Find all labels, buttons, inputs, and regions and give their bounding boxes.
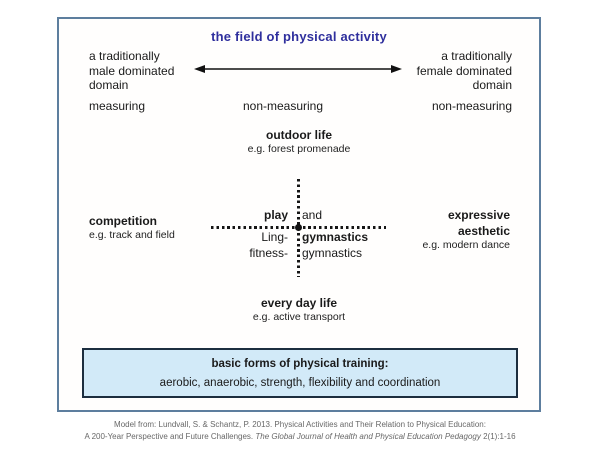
citation-line2-prefix: A 200-Year Perspective and Future Challe… — [84, 432, 256, 441]
outdoor-life-block: outdoor life e.g. forest promenade — [199, 128, 399, 156]
diagram-title: the field of physical activity — [211, 29, 387, 44]
citation-line2: A 200-Year Perspective and Future Challe… — [0, 431, 600, 443]
measuring-label: measuring — [89, 99, 146, 113]
expressive-aesthetic-block: expressive aesthetic e.g. modern dance — [422, 208, 510, 252]
female-domain-label: a traditionally female dominated domain — [416, 49, 512, 92]
basic-training-items: aerobic, anaerobic, strength, flexibilit… — [159, 377, 441, 389]
male-domain-label: a traditionally male dominated domain — [89, 49, 175, 92]
non-measuring-right-label: non-measuring — [431, 99, 512, 113]
expressive-aesthetic-example: e.g. modern dance — [422, 239, 510, 251]
competition-block: competition e.g. track and field — [89, 214, 175, 242]
ling-label: Ling- — [261, 230, 288, 244]
non-measuring-center-label: non-measuring — [242, 99, 324, 113]
basic-training-box: basic forms of physical training: aerobi… — [82, 348, 518, 398]
gymnastics-label: gymnastics — [302, 246, 363, 260]
basic-training-heading: basic forms of physical training: — [211, 358, 389, 370]
citation-journal-name: The Global Journal of Health and Physica… — [255, 432, 481, 441]
axis-intersection-dot — [295, 224, 302, 231]
outdoor-life-example: e.g. forest promenade — [247, 142, 351, 155]
cross-row-fitness-gymnastics: fitness- gymnastics — [198, 245, 398, 261]
outdoor-life-label: outdoor life — [266, 128, 332, 142]
expressive-aesthetic-label: expressive aesthetic — [447, 208, 510, 238]
double-arrow-icon — [194, 65, 402, 73]
competition-example: e.g. track and field — [89, 228, 175, 241]
play-label: play — [263, 208, 288, 222]
every-day-life-block: every day life e.g. active transport — [199, 296, 399, 324]
citation-line2-suffix: 2(1):1-16 — [480, 432, 516, 441]
fitness-label: fitness- — [249, 246, 288, 260]
citation: Model from: Lundvall, S. & Schantz, P. 2… — [0, 419, 600, 443]
citation-line1: Model from: Lundvall, S. & Schantz, P. 2… — [114, 420, 486, 429]
gymnastics-bold-label: gymnastics — [302, 230, 369, 244]
competition-label: competition — [89, 214, 157, 228]
cross-row-play-and: play and — [198, 207, 398, 223]
every-day-life-example: e.g. active transport — [252, 310, 346, 323]
every-day-life-label: every day life — [260, 296, 338, 310]
cross-row-ling-gymnastics: Ling- gymnastics — [198, 229, 398, 245]
and-label: and — [302, 208, 323, 222]
